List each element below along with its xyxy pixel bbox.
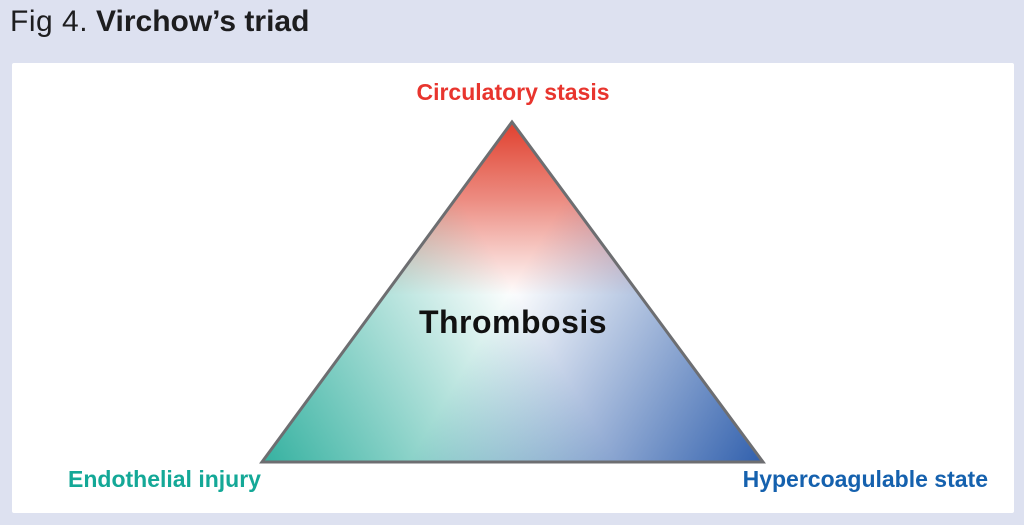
diagram-panel: Circulatory stasis Thrombosis Endothelia… (12, 63, 1014, 513)
vertex-label-circulatory-stasis: Circulatory stasis (416, 79, 610, 105)
vertex-label-hypercoagulable-state: Hypercoagulable state (742, 466, 988, 492)
center-label-thrombosis: Thrombosis (418, 304, 608, 340)
triangle-gradient-bottom-right (262, 122, 763, 462)
triad-triangle (259, 119, 766, 464)
figure-name: Virchow’s triad (96, 5, 310, 38)
triangle-outline (259, 119, 766, 464)
figure-number-label: Fig 4. (10, 5, 89, 38)
figure-title: Fig 4.Virchow’s triad (10, 4, 309, 40)
vertex-label-endothelial-injury: Endothelial injury (68, 466, 261, 492)
